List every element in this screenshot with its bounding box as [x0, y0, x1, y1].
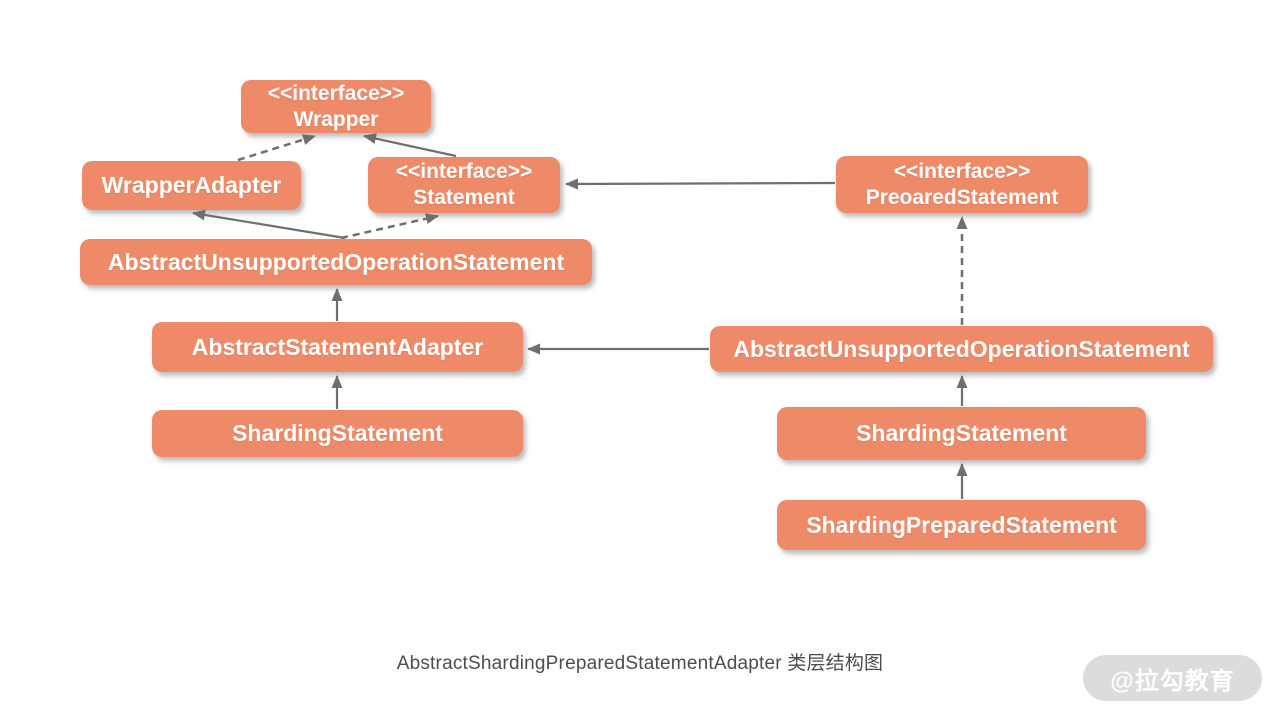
node-abstract-unsupported-operation-statement-right: AbstractUnsupportedOperationStatement: [710, 326, 1213, 372]
node-sharding-prepared-statement: ShardingPreparedStatement: [777, 500, 1146, 550]
watermark-badge: @拉勾教育: [1083, 655, 1262, 701]
class-name-label: Wrapper: [293, 107, 379, 131]
class-name-label: ShardingStatement: [856, 420, 1067, 447]
edge-absunsupported-left-to-wrapperadapter: [192, 209, 346, 240]
class-name-label: Statement: [413, 186, 515, 209]
node-wrapper-interface: <<interface>> Wrapper: [241, 80, 431, 133]
watermark-text: @拉勾教育: [1110, 667, 1235, 695]
edge-wrapperadapter-to-wrapper: [237, 134, 316, 162]
class-name-label: AbstractStatementAdapter: [191, 333, 484, 360]
node-statement-interface: <<interface>> Statement: [368, 157, 560, 213]
edge-absunsupported-left-to-statement: [340, 213, 439, 240]
node-sharding-statement-left: ShardingStatement: [152, 410, 523, 457]
node-prepared-statement-interface: <<interface>> PreoaredStatement: [836, 156, 1088, 213]
node-sharding-statement-right: ShardingStatement: [777, 407, 1146, 460]
diagram-caption: AbstractShardingPreparedStatementAdapter…: [396, 653, 884, 674]
class-name-label: WrapperAdapter: [101, 172, 282, 199]
stereotype-label: <<interface>>: [395, 160, 533, 184]
class-name-label: AbstractUnsupportedOperationStatement: [107, 248, 565, 275]
stereotype-label: <<interface>>: [893, 159, 1031, 183]
class-name-label: AbstractUnsupportedOperationStatement: [733, 335, 1190, 362]
edge-statement-to-wrapper: [363, 133, 457, 158]
edge-preparedstatement-to-statement: [565, 178, 836, 190]
class-name-label: PreoaredStatement: [865, 185, 1059, 209]
class-name-label: ShardingPreparedStatement: [806, 511, 1117, 538]
stereotype-label: <<interface>>: [267, 81, 405, 105]
node-wrapper-adapter: WrapperAdapter: [82, 161, 301, 210]
node-abstract-unsupported-operation-statement-left: AbstractUnsupportedOperationStatement: [80, 239, 592, 285]
node-abstract-statement-adapter: AbstractStatementAdapter: [152, 322, 523, 372]
class-name-label: ShardingStatement: [232, 420, 443, 447]
